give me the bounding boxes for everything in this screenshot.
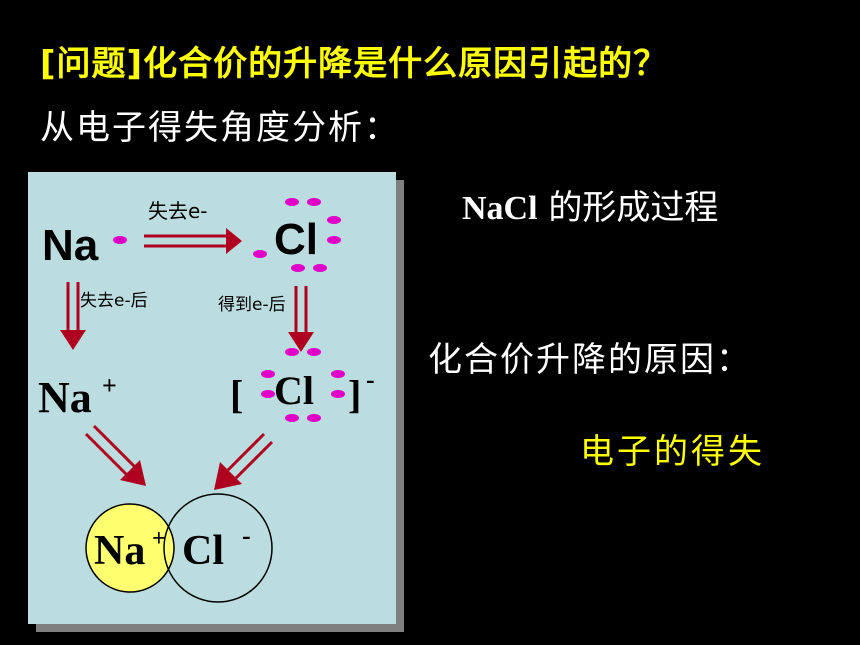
cl-ion-charge: -	[366, 365, 375, 394]
cl-combine-arrow	[214, 432, 274, 490]
after-gain-label: 得到e-后	[218, 295, 286, 315]
after-lose-label: 失去e-后	[80, 291, 148, 311]
sodium-ion-circle	[85, 503, 175, 593]
cl-electron-dots	[253, 198, 341, 272]
formation-process-label: NaCl 的形成过程	[462, 180, 718, 229]
formation-label-text: 的形成过程	[537, 188, 719, 228]
cl-ion-bracket-left: [	[230, 372, 243, 417]
electron-transfer-label: 失去e-	[148, 199, 208, 223]
cl-atom-label: Cl	[274, 215, 318, 264]
diagram-panel: Na Cl 失去e- 失去e-后	[28, 172, 396, 624]
na-ion-charge: +	[102, 371, 117, 400]
electron-transfer-arrow	[144, 228, 242, 254]
cl-ion-bracket-right: ]	[348, 372, 361, 417]
reason-label: 化合价升降的原因：	[428, 340, 752, 380]
cl-down-arrow	[288, 286, 314, 352]
na-ion-label: Na	[38, 373, 92, 422]
answer-text: 电子的得失	[580, 432, 765, 472]
na-down-arrow	[60, 282, 86, 350]
chloride-ion-circle	[163, 493, 273, 603]
product-na-label: Na	[94, 528, 145, 574]
question-title: [问题]化合价的升降是什么原因引起的？	[40, 44, 669, 84]
na-atom-label: Na	[42, 221, 99, 270]
nacl-formation-diagram: Na Cl 失去e- 失去e-后	[38, 198, 375, 603]
product-na-charge: +	[152, 526, 166, 552]
product-cl-label: Cl	[182, 528, 224, 574]
na-combine-arrow	[84, 424, 146, 486]
na-valence-electron	[113, 236, 127, 244]
cl-ion-electron-dots	[261, 348, 345, 422]
product-cl-charge: -	[242, 521, 251, 550]
intro-text: 从电子得失角度分析：	[40, 108, 400, 148]
formation-label-formula: NaCl	[462, 190, 538, 227]
cl-ion-label: Cl	[274, 368, 314, 413]
